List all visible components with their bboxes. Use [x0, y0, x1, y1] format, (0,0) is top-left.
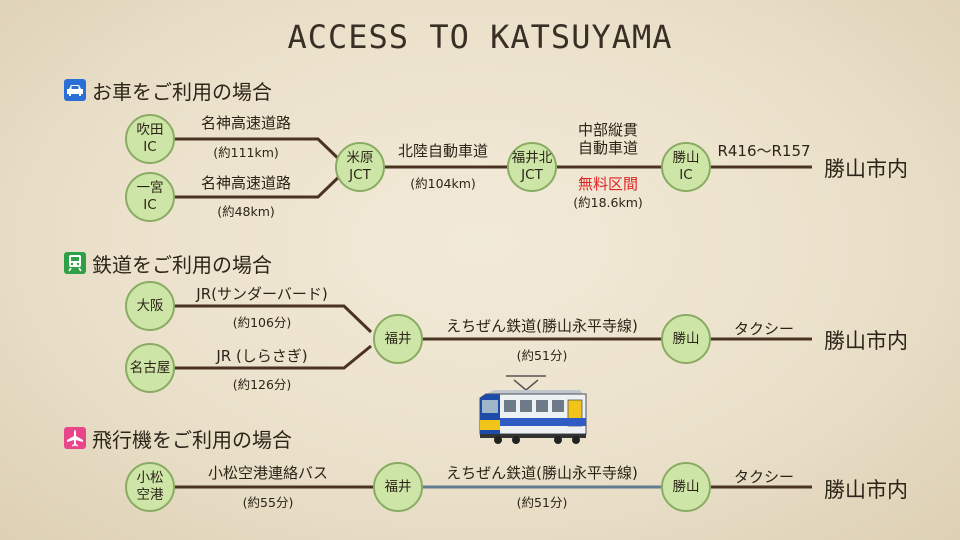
node-katsuyama-ic: 勝山 IC — [661, 142, 711, 192]
route-airport-bus: 小松空港連絡バス — [207, 464, 329, 482]
route-echizen-air: えちぜん鉄道(勝山永平寺線) — [446, 464, 638, 482]
section-rail-heading: 鉄道をご利用の場合 — [64, 250, 272, 277]
route-echizen-rail-time: (約51分) — [516, 348, 568, 363]
route-chubu-distance: (約18.6km) — [573, 195, 643, 210]
route-taxi-air: タクシー — [733, 468, 795, 486]
route-airport-bus-time: (約55分) — [242, 495, 294, 510]
node-katsuyama: 勝山 — [661, 314, 711, 364]
route-jr-shirasagi: JR (しらさぎ) — [216, 347, 308, 365]
car-icon — [64, 79, 86, 101]
node-osaka: 大阪 — [125, 281, 175, 331]
node-nagoya: 名古屋 — [125, 343, 175, 393]
route-meishin-2-distance: (約48km) — [217, 204, 275, 219]
car-heading-label: お車をご利用の場合 — [92, 79, 272, 104]
route-r416: R416〜R157 — [717, 142, 811, 160]
route-chubu-free-section: 無料区間 — [577, 175, 639, 193]
node-fukui: 福井 — [373, 314, 423, 364]
route-jr-shirasagi-time: (約126分) — [232, 377, 292, 392]
car-line-ichinomiya — [175, 169, 347, 199]
route-meishin-1-distance: (約111km) — [213, 145, 279, 160]
section-air-heading: 飛行機をご利用の場合 — [64, 425, 292, 452]
route-hokuriku-distance: (約104km) — [410, 176, 476, 191]
air-heading-label: 飛行機をご利用の場合 — [92, 427, 292, 452]
car-destination: 勝山市内 — [824, 157, 908, 181]
page-title: ACCESS TO KATSUYAMA — [287, 18, 673, 56]
rail-destination: 勝山市内 — [824, 329, 908, 353]
rail-line-osaka — [174, 304, 373, 334]
section-car-heading: お車をご利用の場合 — [64, 77, 272, 104]
rail-heading-label: 鉄道をご利用の場合 — [92, 252, 272, 277]
route-chubu-line2: 自動車道 — [577, 139, 639, 157]
route-meishin-2: 名神高速道路 — [200, 174, 292, 192]
route-meishin-1: 名神高速道路 — [200, 114, 292, 132]
rail-line-nagoya — [174, 344, 372, 370]
route-echizen-rail: えちぜん鉄道(勝山永平寺線) — [446, 317, 638, 335]
air-destination: 勝山市内 — [824, 478, 908, 502]
plane-icon — [64, 427, 86, 449]
node-maibara-jct: 米原 JCT — [335, 142, 385, 192]
node-fukuikita-jct: 福井北 JCT — [507, 142, 557, 192]
node-fukui-air: 福井 — [373, 462, 423, 512]
route-jr-thunderbird: JR(サンダーバード) — [196, 285, 328, 303]
route-jr-thunderbird-time: (約106分) — [232, 315, 292, 330]
train-icon — [64, 252, 86, 274]
route-chubu-line1: 中部縦貫 — [577, 121, 639, 139]
node-ichinomiya-ic: 一宮 IC — [125, 172, 175, 222]
route-echizen-air-time: (約51分) — [516, 495, 568, 510]
node-suita-ic: 吹田 IC — [125, 114, 175, 164]
node-komatsu-airport: 小松 空港 — [125, 462, 175, 512]
route-hokuriku: 北陸自動車道 — [397, 142, 489, 160]
train-illustration — [479, 375, 587, 444]
node-katsuyama-air: 勝山 — [661, 462, 711, 512]
route-taxi-rail: タクシー — [733, 320, 795, 338]
